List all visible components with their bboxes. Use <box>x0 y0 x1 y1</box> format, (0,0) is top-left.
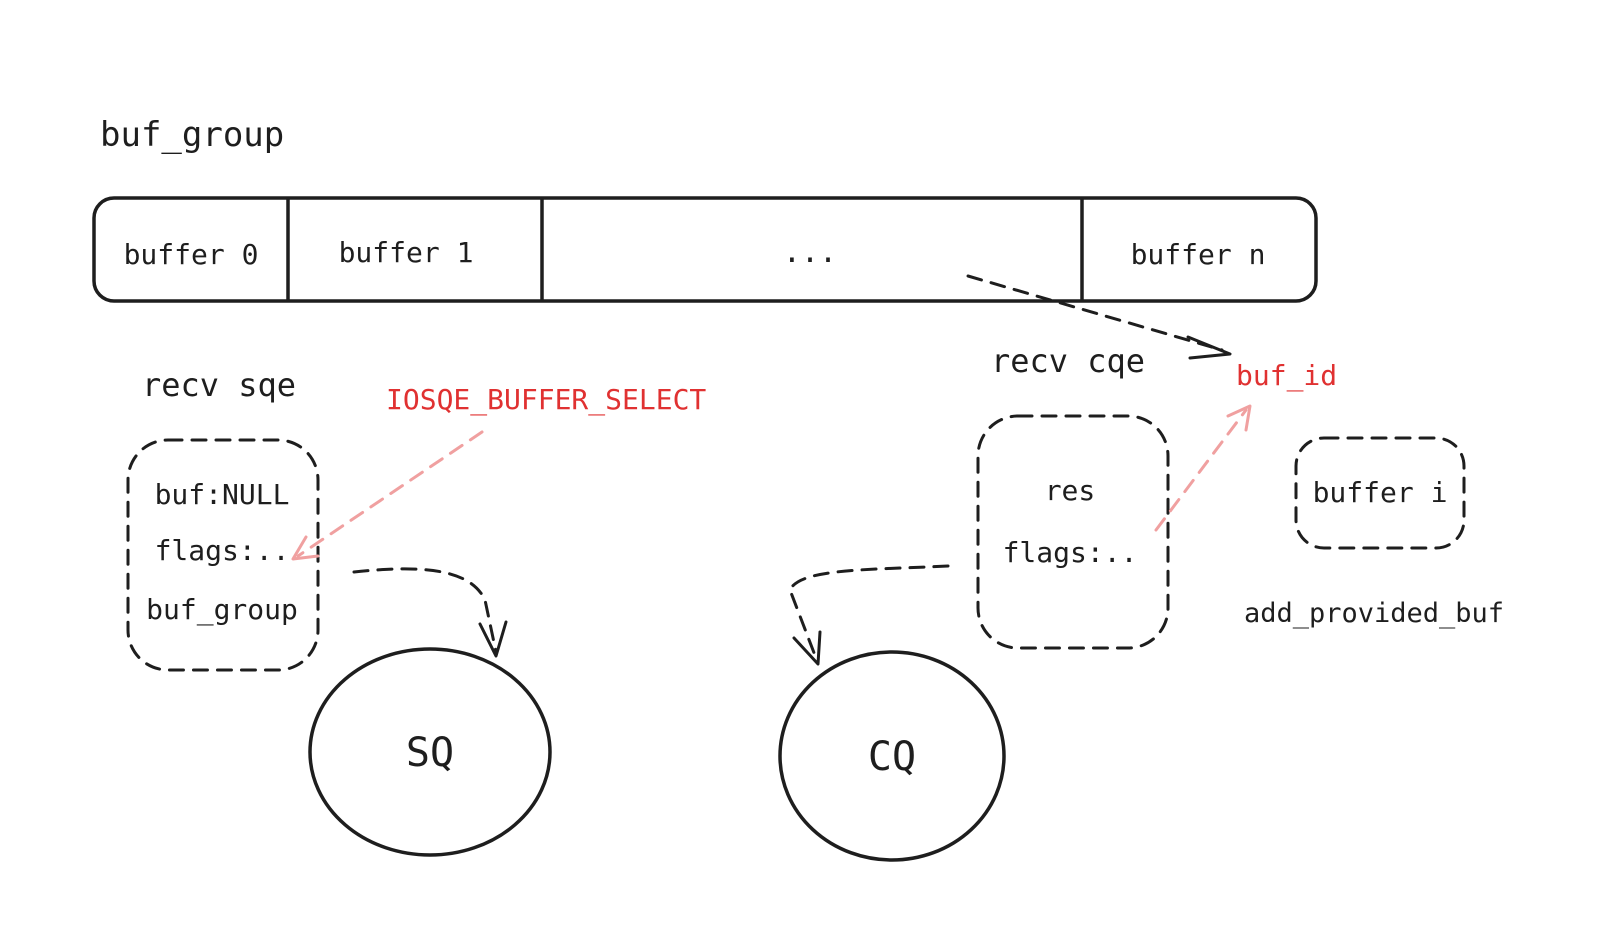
cq-label: CQ <box>868 734 916 780</box>
buffer-cell-1: buffer 1 <box>339 236 474 269</box>
recv-sqe-box: buf:NULL flags:.. buf_group <box>126 438 320 672</box>
recv-cqe-title: recv cqe <box>991 342 1145 380</box>
buf-group-title: buf_group <box>100 115 284 155</box>
sqe-field-buf: buf:NULL <box>155 478 290 511</box>
sq-queue: SQ <box>308 647 552 857</box>
flags-to-buf-id-arrow-line <box>1154 408 1248 532</box>
sq-circle <box>308 647 552 857</box>
add-provided-buf-caption: add_provided_buf <box>1244 598 1504 629</box>
sqe-field-buf-group: buf_group <box>146 593 298 627</box>
flags-to-buf-id-arrow-head <box>1226 404 1252 432</box>
sq-label: SQ <box>406 730 454 776</box>
provided-buffer-box: buffer i <box>1294 436 1466 550</box>
cq-queue: CQ <box>778 650 1006 862</box>
cqe-to-cq-arrow-line <box>788 564 950 660</box>
buf-id-label: buf_id <box>1236 359 1337 393</box>
sqe-to-sq-arrow <box>352 567 508 658</box>
buffer-select-arrow-line <box>296 430 484 558</box>
provided-buffer-label: buffer i <box>1313 476 1448 509</box>
cqe-field-res: res <box>1045 474 1096 507</box>
buffer-cell-0: buffer 0 <box>124 238 259 271</box>
buffer-cell-ellipsis: ... <box>783 235 837 270</box>
buffer-group-outline <box>92 196 1318 303</box>
sqe-to-sq-arrow-head <box>478 620 508 658</box>
sqe-field-flags: flags:.. <box>155 534 290 567</box>
cq-circle <box>778 650 1006 862</box>
cqe-to-cq-arrow-head <box>792 630 822 666</box>
recv-sqe-title: recv sqe <box>142 366 296 404</box>
flags-to-buf-id-arrow <box>1154 404 1252 532</box>
sqe-to-sq-arrow-line <box>352 567 498 654</box>
recv-cqe-outline <box>976 414 1170 650</box>
cqe-field-flags: flags:.. <box>1003 536 1138 569</box>
recv-cqe-box: res flags:.. <box>976 414 1170 650</box>
provided-buffer-outline <box>1294 436 1466 550</box>
buffer-select-arrow <box>291 430 484 561</box>
cqe-to-cq-arrow <box>788 564 950 666</box>
buffer-cell-n: buffer n <box>1131 238 1266 271</box>
iosqe-buffer-select-label: IOSQE_BUFFER_SELECT <box>386 383 706 417</box>
buffer-to-buf-id-arrow-line <box>966 274 1224 352</box>
buffer-to-buf-id-arrow <box>966 274 1232 360</box>
buffer-to-buf-id-arrow-head <box>1186 335 1232 360</box>
buffer-group-array: buffer 0 buffer 1 ... buffer n <box>92 196 1318 303</box>
buffer-select-arrow-head <box>291 535 320 561</box>
